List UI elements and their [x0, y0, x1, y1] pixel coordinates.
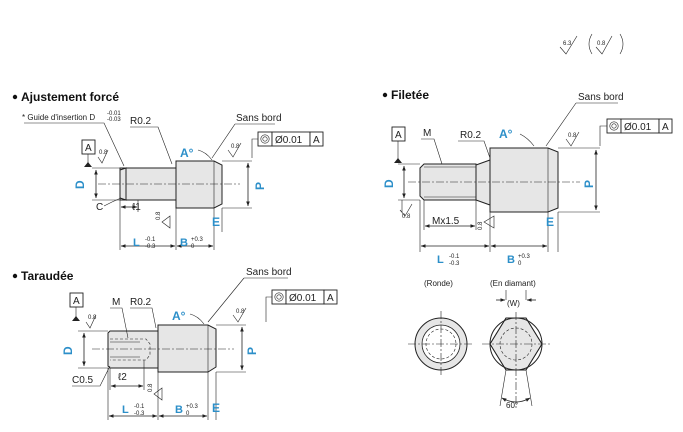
svg-text:0: 0 — [191, 244, 195, 250]
svg-text:0.8: 0.8 — [231, 144, 240, 150]
svg-text:0.8: 0.8 — [156, 211, 162, 220]
svg-text:Ø0.01: Ø0.01 — [275, 135, 303, 146]
svg-text:Sans bord: Sans bord — [578, 92, 624, 103]
svg-text:M: M — [112, 297, 120, 308]
svg-text:0.8: 0.8 — [99, 150, 108, 156]
svg-text:P: P — [582, 180, 596, 188]
svg-text:60°: 60° — [506, 401, 518, 410]
svg-text:-0.3: -0.3 — [134, 411, 145, 417]
svg-text:A: A — [395, 130, 402, 141]
svg-text:A: A — [662, 122, 669, 133]
pressfit-guide-note: * Guide d'insertion D — [22, 113, 95, 122]
tapped-pin-head — [157, 324, 217, 373]
svg-text:B: B — [175, 404, 183, 416]
svg-text:-0.1: -0.1 — [145, 237, 156, 243]
svg-text:R0.2: R0.2 — [130, 116, 152, 127]
svg-text:E: E — [212, 215, 220, 229]
svg-text:A: A — [327, 293, 334, 304]
svg-text:A: A — [85, 143, 92, 154]
svg-text:B: B — [180, 237, 188, 249]
datum-a-box — [69, 292, 84, 308]
svg-text:P: P — [245, 347, 259, 355]
svg-text:+0.3: +0.3 — [186, 404, 199, 410]
pressfit-pin-head — [175, 160, 223, 209]
tapped-tolerance-frame: Ø0.01 A — [265, 289, 338, 322]
datum-a-box — [81, 139, 96, 155]
svg-text:0.8: 0.8 — [402, 214, 411, 220]
svg-text:R0.2: R0.2 — [460, 130, 482, 141]
pressfit-title: Ajustement forcé — [21, 90, 119, 104]
svg-text:-0.1: -0.1 — [449, 254, 460, 260]
svg-text:0.8: 0.8 — [236, 309, 245, 315]
svg-text:0.8: 0.8 — [597, 41, 606, 47]
tapped-title: Taraudée — [21, 269, 74, 283]
svg-text:C0.5: C0.5 — [72, 375, 94, 386]
svg-text:Ø0.01: Ø0.01 — [624, 122, 652, 133]
end-view-diamond: (En diamant) (W) 60° — [482, 279, 550, 410]
svg-text:0: 0 — [186, 411, 190, 417]
svg-text:6.3: 6.3 — [563, 41, 572, 47]
section-pressfit: Ajustement forcé * Guide d'insertion D -… — [12, 90, 324, 250]
svg-text:0: 0 — [518, 261, 522, 267]
svg-text:D: D — [61, 346, 75, 355]
svg-text:L: L — [122, 404, 129, 416]
svg-text:-0.03: -0.03 — [107, 117, 121, 123]
svg-text:P: P — [253, 182, 267, 190]
svg-text:-0.1: -0.1 — [134, 404, 145, 410]
svg-text:-0.3: -0.3 — [449, 261, 460, 267]
svg-text:L: L — [133, 237, 140, 249]
svg-text:ℓ2: ℓ2 — [118, 372, 127, 383]
svg-text:Sans bord: Sans bord — [246, 267, 292, 278]
svg-text:Ø0.01: Ø0.01 — [289, 293, 317, 304]
svg-text:-0.3: -0.3 — [145, 244, 156, 250]
svg-text:-0.01: -0.01 — [107, 111, 121, 117]
svg-text:A: A — [313, 135, 320, 146]
svg-text:(W): (W) — [507, 299, 520, 308]
threaded-title: Filetée — [391, 88, 429, 102]
header-roughness-symbol: 6.3 0.8 — [559, 33, 624, 55]
bullet-icon — [382, 92, 388, 98]
svg-text:ℓ1: ℓ1 — [132, 202, 141, 213]
svg-text:0.8: 0.8 — [88, 315, 97, 321]
tapped-pin-shaft — [107, 330, 159, 369]
svg-text:R0.2: R0.2 — [130, 297, 152, 308]
bullet-icon — [12, 94, 18, 100]
end-view-round: (Ronde) — [408, 279, 474, 377]
svg-text:0.8: 0.8 — [478, 221, 484, 230]
svg-text:E: E — [212, 401, 220, 415]
bullet-icon — [12, 273, 18, 279]
svg-text:0.8: 0.8 — [148, 383, 154, 392]
svg-text:C: C — [96, 202, 103, 213]
svg-text:0.8: 0.8 — [568, 133, 577, 139]
svg-text:(Ronde): (Ronde) — [424, 279, 453, 288]
datum-a-box — [391, 126, 406, 142]
svg-text:A: A — [73, 296, 80, 307]
pressfit-tolerance-frame: Ø0.01 A — [251, 131, 324, 158]
svg-text:L: L — [437, 254, 444, 266]
svg-text:Sans bord: Sans bord — [236, 113, 282, 124]
svg-text:A°: A° — [180, 146, 194, 160]
section-tapped: Taraudée A D 0.8 P M R0.2 A° Sans bo — [12, 267, 338, 420]
svg-text:E: E — [546, 215, 554, 229]
svg-text:+0.3: +0.3 — [191, 237, 204, 243]
svg-text:D: D — [73, 180, 87, 189]
svg-text:(En diamant): (En diamant) — [490, 279, 536, 288]
svg-text:Mx1.5: Mx1.5 — [432, 216, 460, 227]
section-threaded: Filetée Sans bord A D P M R0.2 A° 0.8 — [382, 88, 673, 267]
svg-text:B: B — [507, 254, 515, 266]
svg-text:A°: A° — [499, 127, 513, 141]
svg-text:A°: A° — [172, 309, 186, 323]
svg-text:M: M — [423, 128, 431, 139]
svg-text:D: D — [382, 179, 396, 188]
svg-text:+0.3: +0.3 — [518, 254, 531, 260]
threaded-tolerance-frame: Ø0.01 A — [599, 118, 673, 146]
